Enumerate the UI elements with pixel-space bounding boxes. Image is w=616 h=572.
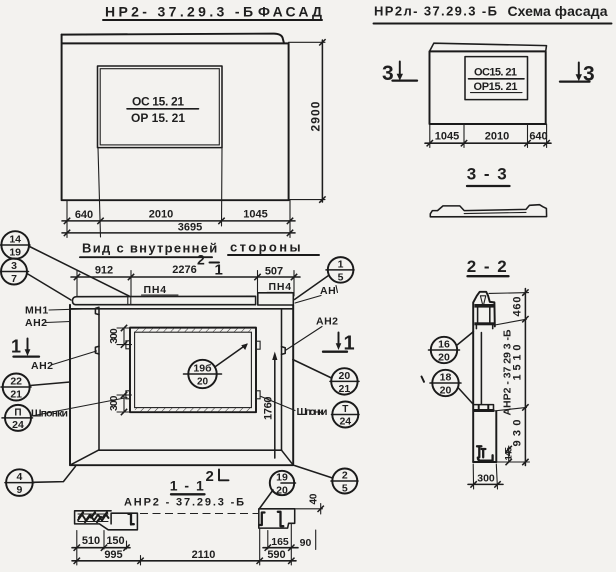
svg-text:1045: 1045 [435, 131, 459, 143]
svg-text:1760: 1760 [263, 397, 275, 421]
svg-text:2 - 2: 2 - 2 [467, 257, 509, 276]
svg-text:640: 640 [75, 209, 93, 221]
svg-text:АН: АН [320, 285, 336, 297]
svg-text:ПН4: ПН4 [269, 281, 292, 293]
svg-text:2276: 2276 [172, 264, 196, 276]
svg-text:АН2: АН2 [31, 360, 54, 372]
svg-text:АНР2 - 37 29 3 -Б: АНР2 - 37 29 3 -Б [502, 329, 514, 415]
svg-text:НР2л- 37.29.3 -Б: НР2л- 37.29.3 -Б [374, 4, 497, 19]
svg-text:3: 3 [583, 63, 595, 86]
svg-text:Шпонки: Шпонки [31, 408, 68, 420]
svg-text:20: 20 [276, 485, 288, 497]
svg-text:1: 1 [344, 333, 355, 355]
svg-text:507: 507 [265, 266, 283, 278]
svg-text:2010: 2010 [485, 131, 509, 143]
svg-text:460: 460 [512, 297, 524, 317]
svg-text:4: 4 [16, 471, 22, 483]
svg-text:ОР 15. 21: ОР 15. 21 [131, 111, 185, 125]
svg-text:510: 510 [82, 535, 100, 547]
svg-text:Т: Т [342, 404, 348, 415]
svg-text:20: 20 [197, 377, 209, 388]
svg-text:ПН4: ПН4 [144, 284, 167, 296]
svg-text:24: 24 [12, 419, 24, 431]
svg-text:20: 20 [339, 370, 351, 382]
svg-text:165: 165 [271, 536, 289, 548]
svg-text:АНР2 - 37.29.3 -Б: АНР2 - 37.29.3 -Б [124, 497, 244, 509]
svg-text:912: 912 [95, 265, 113, 277]
svg-text:21: 21 [10, 389, 22, 401]
svg-text:14: 14 [9, 234, 21, 246]
svg-text:145: 145 [504, 446, 515, 460]
svg-text:300: 300 [108, 395, 120, 411]
svg-text:9: 9 [16, 484, 22, 496]
svg-text:40: 40 [309, 493, 320, 504]
svg-text:2: 2 [206, 468, 214, 485]
svg-text:ФАСАД: ФАСАД [258, 4, 322, 20]
svg-text:1 - 1: 1 - 1 [170, 478, 206, 494]
svg-text:590: 590 [267, 549, 285, 561]
svg-text:2010: 2010 [149, 209, 173, 221]
svg-text:150: 150 [106, 535, 124, 547]
svg-text:19б: 19б [193, 363, 212, 375]
svg-text:7: 7 [11, 273, 17, 285]
svg-text:Схема фасада: Схема фасада [508, 3, 608, 19]
svg-text:1: 1 [338, 259, 344, 271]
svg-text:20: 20 [438, 352, 450, 364]
svg-text:3695: 3695 [178, 222, 202, 234]
svg-text:2: 2 [197, 252, 205, 268]
svg-text:НР2- 37.29.3 -Б: НР2- 37.29.3 -Б [105, 4, 253, 20]
svg-text:ОС15. 21: ОС15. 21 [474, 67, 517, 79]
svg-text:90: 90 [300, 537, 312, 549]
svg-text:АН2: АН2 [316, 316, 339, 328]
svg-text:995: 995 [104, 549, 122, 561]
svg-text:2110: 2110 [192, 549, 216, 561]
svg-text:Шпонки: Шпонки [297, 406, 328, 418]
svg-text:5: 5 [338, 272, 344, 284]
svg-text:3: 3 [382, 62, 394, 85]
svg-text:ОР15. 21: ОР15. 21 [474, 81, 518, 93]
svg-text:2900: 2900 [309, 101, 323, 131]
svg-text:П: П [14, 408, 21, 419]
svg-text:930: 930 [512, 420, 524, 447]
svg-text:21: 21 [339, 383, 351, 395]
svg-text:МН1: МН1 [25, 304, 49, 316]
svg-text:16: 16 [438, 339, 450, 351]
svg-text:20: 20 [440, 385, 452, 397]
svg-text:ОС 15. 21: ОС 15. 21 [132, 95, 184, 109]
svg-text:24: 24 [339, 416, 351, 428]
svg-text:22: 22 [10, 376, 22, 388]
svg-text:стороны: стороны [230, 240, 303, 255]
svg-text:1: 1 [215, 262, 223, 279]
svg-text:3 - 3: 3 - 3 [467, 165, 509, 184]
svg-text:5: 5 [342, 483, 348, 495]
svg-text:3: 3 [11, 260, 17, 272]
svg-text:300: 300 [477, 473, 495, 485]
svg-text:640: 640 [529, 131, 547, 143]
svg-text:1045: 1045 [243, 209, 267, 221]
svg-text:1: 1 [11, 337, 21, 357]
svg-text:АН2: АН2 [25, 317, 48, 329]
svg-text:18: 18 [440, 372, 452, 384]
svg-text:2: 2 [342, 470, 348, 482]
svg-text:300: 300 [108, 328, 120, 344]
svg-text:19: 19 [276, 472, 288, 484]
svg-text:19: 19 [9, 247, 21, 259]
svg-text:Вид с внутренней: Вид с внутренней [82, 241, 219, 256]
